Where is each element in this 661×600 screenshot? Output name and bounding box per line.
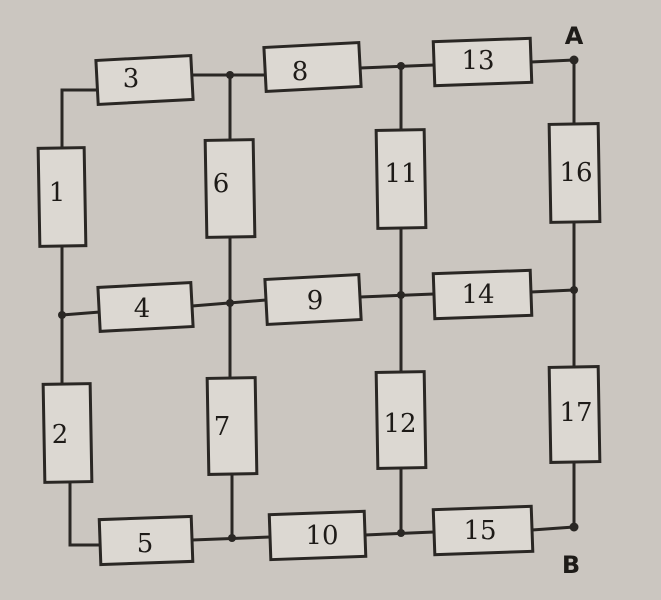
junction-node [570,286,578,294]
junction-node [226,299,234,307]
terminal-label-a: A [565,22,584,50]
svg-text:7: 7 [214,412,231,442]
wire-15-B [530,525,576,532]
resistor-1: 1 [36,146,88,248]
wire-8-13 [358,63,436,70]
svg-text:3: 3 [123,64,140,94]
svg-text:9: 9 [307,286,324,316]
terminal-label-b: B [562,551,580,579]
resistor-6: 6 [203,138,257,239]
svg-text:5: 5 [137,529,154,559]
svg-text:12: 12 [383,409,416,439]
resistor-13: 13 [431,36,534,88]
resistor-10: 10 [267,509,368,562]
resistor-11: 11 [374,128,428,230]
svg-text:1: 1 [49,178,66,208]
wire-13-A [529,58,576,64]
resistor-14: 14 [431,268,534,321]
junction-nodes [58,55,579,542]
wire-1-3 [60,88,100,150]
resistor-3: 3 [94,53,195,107]
svg-text:8: 8 [292,57,309,87]
svg-text:6: 6 [213,169,230,199]
svg-text:17: 17 [559,398,592,428]
wire-9-14 [358,292,436,299]
junction-node [397,291,405,299]
junction-node [397,529,405,537]
resistor-7: 7 [205,376,259,476]
wire-14-n [529,288,576,294]
svg-text:2: 2 [52,420,69,450]
svg-text:14: 14 [461,280,494,310]
junction-node [397,62,405,70]
wire-n1-4 [60,310,102,317]
resistor-8: 8 [262,40,363,94]
svg-text:10: 10 [305,521,338,551]
resistor-12: 12 [374,370,428,470]
svg-text:16: 16 [559,158,592,188]
resistor-4: 4 [96,280,195,333]
resistor-9: 9 [263,272,363,327]
svg-text:15: 15 [463,516,496,546]
resistor-2: 2 [41,382,94,484]
wire-2-5 [68,480,102,547]
resistor-17: 17 [547,365,602,464]
junction-node [58,311,66,319]
resistor-5: 5 [97,514,195,567]
svg-text:4: 4 [134,294,151,324]
junction-node [226,71,234,79]
terminal-node-a [569,55,579,65]
resistor-15: 15 [431,504,535,557]
terminal-node-b [569,522,579,532]
junction-node [228,534,236,542]
svg-text:11: 11 [384,159,417,189]
resistor-16: 16 [547,122,602,224]
svg-text:13: 13 [461,46,494,76]
